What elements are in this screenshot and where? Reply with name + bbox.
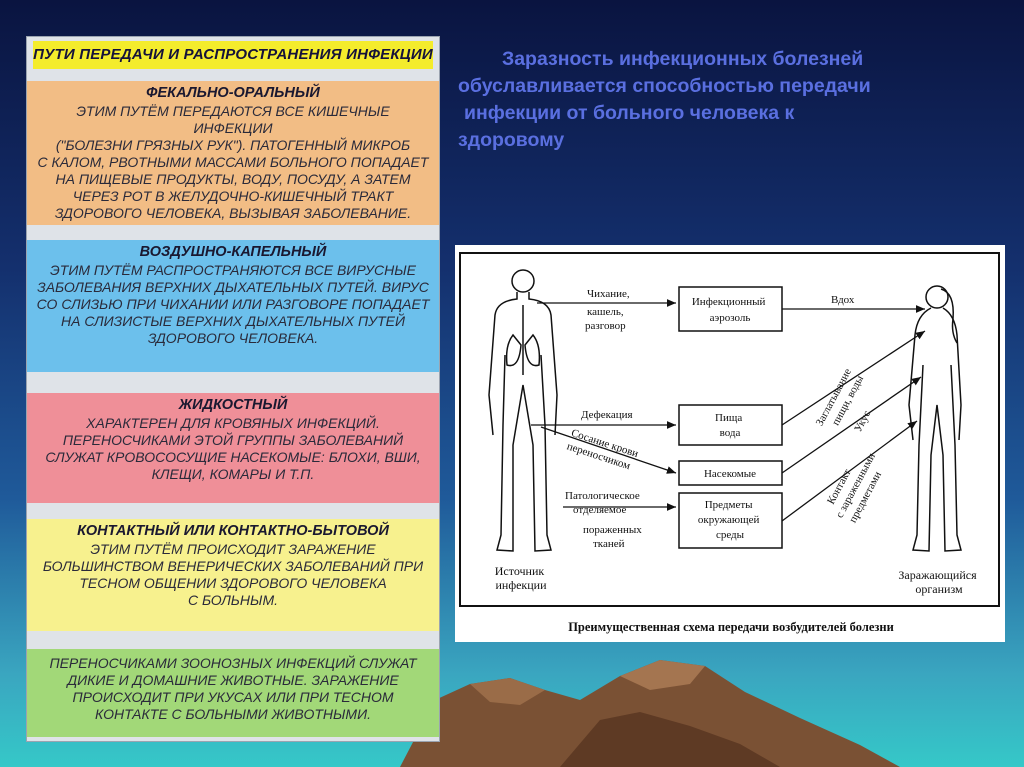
arrow-contact xyxy=(781,420,918,522)
target-arrows xyxy=(781,305,926,522)
route-text-line: ПЕРЕНОСЧИКАМИ ЗООНОЗНЫХ ИНФЕКЦИЙ СЛУЖАТ xyxy=(49,655,417,671)
target-label: Заражающийся организм xyxy=(898,568,979,596)
heading-line: инфекции от больного человека к xyxy=(464,102,795,124)
route-text-line: ПЕРЕНОСЧИКАМИ ЭТОЙ ГРУППЫ ЗАБОЛЕВАНИЙ xyxy=(62,432,404,448)
source-arrows xyxy=(531,299,677,511)
route-text-line: ПРОИСХОДИТ ПРИ УКУСАХ ИЛИ ПРИ ТЕСНОМ xyxy=(72,689,394,705)
diagram-caption: Преимущественная схема передачи возбудит… xyxy=(568,620,894,634)
route-heading: КОНТАКТНЫЙ ИЛИ КОНТАКТНО-БЫТОВОЙ xyxy=(77,523,389,539)
route-text-line: С КАЛОМ, РВОТНЫМИ МАССАМИ БОЛЬНОГО ПОПАД… xyxy=(37,154,429,170)
transmission-routes-panel: ПУТИ ПЕРЕДАЧИ И РАСПРОСТРАНЕНИЯ ИНФЕКЦИИ… xyxy=(26,36,440,742)
route-text-line: ДИКИЕ И ДОМАШНИЕ ЖИВОТНЫЕ. ЗАРАЖЕНИЕ xyxy=(67,672,399,688)
route-box-contact: КОНТАКТНЫЙ ИЛИ КОНТАКТНО-БЫТОВОЙ ЭТИМ ПУ… xyxy=(27,519,439,631)
arrow-swallow xyxy=(781,330,926,426)
infected-organism-figure-icon xyxy=(908,285,962,552)
route-text-line: ЗАБОЛЕВАНИЯ ВЕРХНИХ ДЫХАТЕЛЬНЫХ ПУТЕЙ. В… xyxy=(37,279,429,295)
route-text-line: СЛУЖАТ КРОВОСОСУЩИЕ НАСЕКОМЫЕ: БЛОХИ, ВШ… xyxy=(45,449,421,465)
route-text-line: КОНТАКТЕ С БОЛЬНЫМИ ЖИВОТНЫМИ. xyxy=(95,706,371,722)
transmission-diagram: Источник инфекции Заражающийся организм … xyxy=(455,245,1005,642)
route-box-airborne: ВОЗДУШНО-КАПЕЛЬНЫЙ ЭТИМ ПУТЁМ РАСПРОСТРА… xyxy=(27,240,439,372)
panel-title: ПУТИ ПЕРЕДАЧИ И РАСПРОСТРАНЕНИЯ ИНФЕКЦИИ xyxy=(33,41,433,69)
route-text-line: БОЛЬШИНСТВОМ ВЕНЕРИЧЕСКИХ ЗАБОЛЕВАНИЙ ПР… xyxy=(42,558,424,574)
inhale-label: Вдох xyxy=(831,294,855,306)
slide-heading: Заразность инфекционных болезней обуслав… xyxy=(458,46,1018,154)
route-text-line: СО СЛИЗЬЮ ПРИ ЧИХАНИИ ИЛИ РАЗГОВОРЕ ПОПА… xyxy=(36,296,430,312)
route-heading: ВОЗДУШНО-КАПЕЛЬНЫЙ xyxy=(139,244,327,260)
source-label: Источник инфекции xyxy=(495,564,547,592)
route-text-line: ЭТИМ ПУТЁМ ПРОИСХОДИТ ЗАРАЖЕНИЕ xyxy=(90,541,376,557)
route-text-line: НА СЛИЗИСТЫЕ ВЕРХНИХ ДЫХАТЕЛЬНЫХ ПУТЕЙ xyxy=(61,313,405,329)
heading-line: обуславливается способностью передачи xyxy=(458,75,871,97)
route-text-line: ЗДОРОВОГО ЧЕЛОВЕКА, ВЫЗЫВАЯ ЗАБОЛЕВАНИЕ. xyxy=(54,205,412,221)
tissues-label: пораженных тканей xyxy=(583,524,645,550)
insects-box-label: Насекомые xyxy=(704,468,756,480)
route-text-line: НА ПИЩЕВЫЕ ПРОДУКТЫ, ВОДУ, ПОСУДУ, А ЗАТ… xyxy=(55,171,411,187)
heading-line: Заразность инфекционных болезней xyxy=(502,48,864,70)
food-water-box-label: Пища вода xyxy=(715,412,745,439)
heading-line: здоровому xyxy=(458,129,565,151)
route-box-fecal-oral: ФЕКАЛЬНО-ОРАЛЬНЫЙ ЭТИМ ПУТЁМ ПЕРЕДАЮТСЯ … xyxy=(27,81,439,225)
blood-label: Сосание крови переносчиком xyxy=(565,427,642,474)
route-heading: ЖИДКОСТНЫЙ xyxy=(178,397,288,413)
infection-source-figure-icon xyxy=(488,269,558,552)
diagram-frame xyxy=(459,252,1000,607)
sneeze-label: Чихание, кашель, разговор xyxy=(585,288,632,332)
objects-box-label: Предметы окружающей среды xyxy=(698,499,762,541)
route-text-line: ЗДОРОВОГО ЧЕЛОВЕКА. xyxy=(147,330,319,346)
aerosol-box xyxy=(678,286,783,332)
aerosol-box-label: Инфекционный аэрозоль xyxy=(692,296,768,324)
food-water-box xyxy=(678,404,783,446)
route-text-line: ТЕСНОМ ОБЩЕНИИ ЗДОРОВОГО ЧЕЛОВЕКА xyxy=(79,575,387,591)
arrow-bite xyxy=(781,376,922,474)
defecation-label: Дефекация xyxy=(581,409,633,421)
route-text-line: ЭТИМ ПУТЁМ РАСПРОСТРАНЯЮТСЯ ВСЕ ВИРУСНЫЕ xyxy=(50,262,416,278)
route-text-line: ЭТИМ ПУТЁМ ПЕРЕДАЮТСЯ ВСЕ КИШЕЧНЫЕ ИНФЕК… xyxy=(76,103,390,136)
route-text-line: КЛЕЩИ, КОМАРЫ И Т.П. xyxy=(151,466,315,482)
arrow-blood xyxy=(540,426,677,474)
route-text-line: ("БОЛЕЗНИ ГРЯЗНЫХ РУК"). ПАТОГЕННЫЙ МИКР… xyxy=(55,137,411,153)
route-heading: ФЕКАЛЬНО-ОРАЛЬНЫЙ xyxy=(146,85,320,101)
route-text-line: ХАРАКТЕРЕН ДЛЯ КРОВЯНЫХ ИНФЕКЦИЙ. xyxy=(86,415,380,431)
route-box-liquid: ЖИДКОСТНЫЙ ХАРАКТЕРЕН ДЛЯ КРОВЯНЫХ ИНФЕК… xyxy=(27,393,439,503)
route-text-line: ЧЕРЕЗ РОТ В ЖЕЛУДОЧНО-КИШЕЧНЫЙ ТРАКТ xyxy=(72,188,394,204)
route-text-line: С БОЛЬНЫМ. xyxy=(187,592,278,608)
pathological-label: Патологическое отделяемое xyxy=(565,490,643,516)
route-box-zoonotic: ПЕРЕНОСЧИКАМИ ЗООНОЗНЫХ ИНФЕКЦИЙ СЛУЖАТ … xyxy=(27,649,439,737)
